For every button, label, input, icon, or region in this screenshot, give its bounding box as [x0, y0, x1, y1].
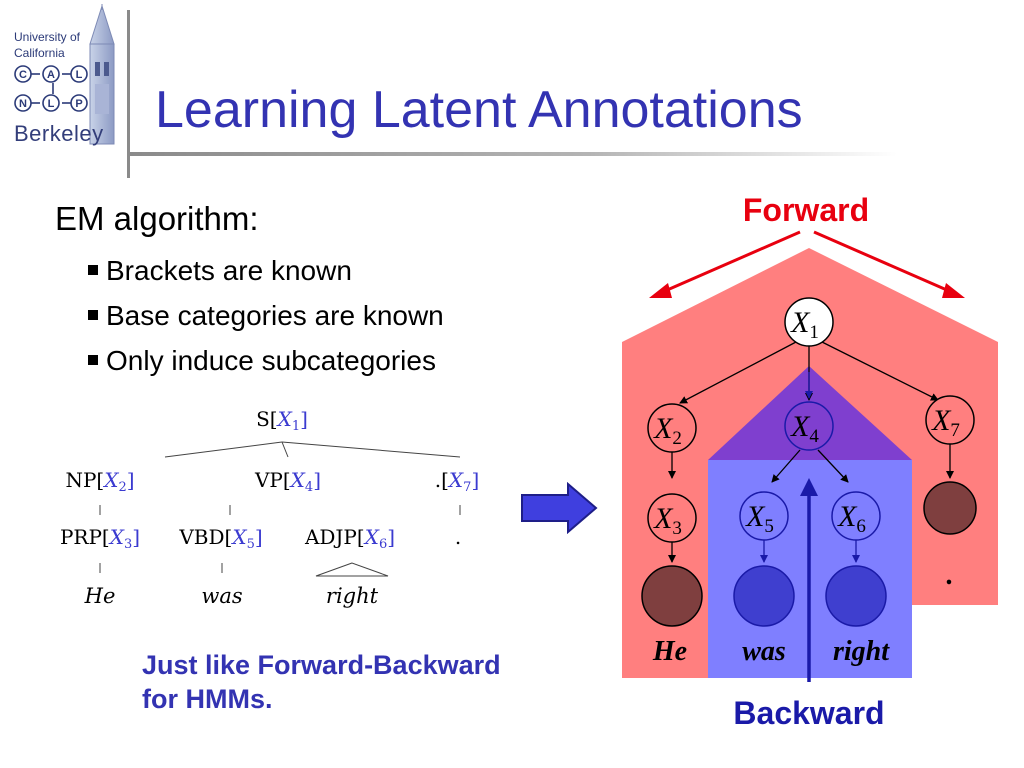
bullet-text: Only induce subcategories: [106, 345, 436, 376]
tree-node-adjp: ADJP[X6]: [304, 525, 395, 552]
tree-node-s: S[X1]: [256, 407, 308, 434]
svg-text:N: N: [19, 98, 27, 110]
tree-leaf-dot: .: [455, 525, 461, 549]
bullet-list: Brackets are known Base categories are k…: [88, 252, 444, 387]
node-x3: [647, 493, 697, 543]
node-x3-label: X3: [653, 502, 682, 539]
campanile-icon: C A L N L P: [14, 4, 115, 145]
leaf-right: [825, 565, 887, 627]
bullet-text: Base categories are known: [106, 300, 444, 331]
tree-node-dot: .[X7]: [435, 468, 480, 495]
berkeley-nlp-logo: C A L N L P University of California Ber…: [4, 4, 134, 154]
leaf-word-he: He: [652, 636, 687, 667]
forward-arrow-right: [813, 230, 957, 296]
node-x7-label: X7: [931, 404, 960, 441]
leaf-word-was: was: [742, 636, 786, 667]
bullet-square-icon: [88, 310, 98, 320]
hmm-note-line1: Just like Forward-Backward: [142, 650, 501, 680]
tree-word-was: was: [201, 584, 242, 608]
bullet-item: Brackets are known: [88, 252, 444, 297]
backward-arrowhead-icon: [800, 478, 818, 496]
tree-node-vbd: VBD[X5]: [178, 525, 262, 552]
bullet-item: Only induce subcategories: [88, 342, 444, 387]
tree-word-he: He: [84, 584, 116, 608]
backward-label: Backward: [733, 695, 884, 731]
tree-node-np: NP[X2]: [65, 468, 134, 495]
leaf-he: [641, 565, 703, 627]
leaf-dot-word: .: [947, 560, 954, 591]
title-horizontal-rule: [127, 152, 897, 156]
hmm-note-line2: for HMMs.: [142, 684, 273, 714]
svg-text:A: A: [47, 69, 55, 81]
forward-label: Forward: [743, 192, 869, 228]
tree-node-vp: VP[X4]: [254, 468, 321, 495]
node-x4-label: X4: [790, 410, 819, 447]
logo-university-line2: California: [14, 46, 65, 60]
right-arrow-icon: [521, 482, 598, 534]
logo-university-line1: University of: [14, 30, 81, 44]
tree-node-prp: PRP[X3]: [60, 525, 140, 552]
hmm-note: Just like Forward-Backward for HMMs.: [142, 648, 501, 716]
node-x6-label: X6: [837, 500, 866, 537]
inside-outside-diagram: Forward: [622, 192, 998, 731]
tree-word-right: right: [326, 584, 379, 608]
svg-text:C: C: [19, 69, 27, 81]
bullet-square-icon: [88, 265, 98, 275]
node-x5: [739, 491, 789, 541]
svg-text:L: L: [76, 69, 83, 81]
em-heading: EM algorithm:: [55, 200, 259, 237]
leaf-was: [733, 565, 795, 627]
svg-text:L: L: [48, 98, 55, 110]
node-x7: [925, 395, 975, 445]
node-x2-label: X2: [653, 412, 682, 449]
bullet-item: Base categories are known: [88, 297, 444, 342]
node-x2: [647, 403, 697, 453]
node-x1: [784, 297, 834, 347]
bullet-text: Brackets are known: [106, 255, 352, 286]
parse-tree: S[X1] NP[X2] VP[X4] .[X7] PRP[X3] VBD[X5…: [60, 407, 480, 608]
node-x6: [831, 491, 881, 541]
leaf-word-right: right: [833, 636, 890, 667]
forward-arrowhead-right-icon: [942, 283, 965, 298]
node-x1-label: X1: [790, 306, 819, 343]
node-x5-label: X5: [745, 500, 774, 537]
forward-arrow-left: [657, 230, 801, 296]
slide-title: Learning Latent Annotations: [155, 81, 803, 139]
bullet-square-icon: [88, 355, 98, 365]
node-dot-leaf: [923, 481, 977, 535]
forward-arrowhead-left-icon: [649, 283, 672, 298]
logo-berkeley-text: Berkeley: [14, 121, 104, 146]
title-vertical-rule: [127, 10, 130, 178]
node-x4: [784, 401, 834, 451]
svg-text:P: P: [75, 98, 82, 110]
